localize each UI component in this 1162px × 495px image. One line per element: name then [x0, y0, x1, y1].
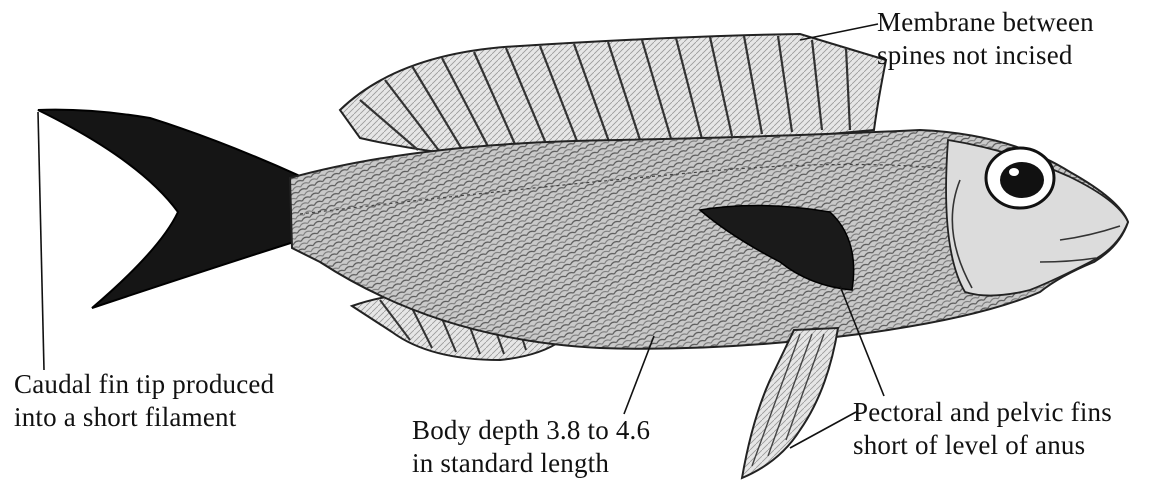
body-depth-label-line1: Body depth 3.8 to 4.6 [412, 414, 650, 447]
eye [986, 148, 1054, 208]
membrane-label-line1: Membrane between [877, 6, 1094, 39]
fins-label-line2: short of level of anus [853, 429, 1112, 462]
fins-label-line1: Pectoral and pelvic fins [853, 396, 1112, 429]
caudal-label-line1: Caudal fin tip produced [14, 368, 274, 401]
membrane-label: Membrane between spines not incised [877, 6, 1094, 72]
caudal-fin [38, 110, 300, 308]
membrane-label-line2: spines not incised [877, 39, 1094, 72]
fins-label: Pectoral and pelvic fins short of level … [853, 396, 1112, 462]
caudal-fin-label: Caudal fin tip produced into a short fil… [14, 368, 274, 434]
caudal-label-line2: into a short filament [14, 401, 274, 434]
leader-caudal [38, 112, 44, 370]
body-depth-label-line2: in standard length [412, 447, 650, 480]
body-depth-label: Body depth 3.8 to 4.6 in standard length [412, 414, 650, 480]
leader-membrane [800, 24, 878, 40]
